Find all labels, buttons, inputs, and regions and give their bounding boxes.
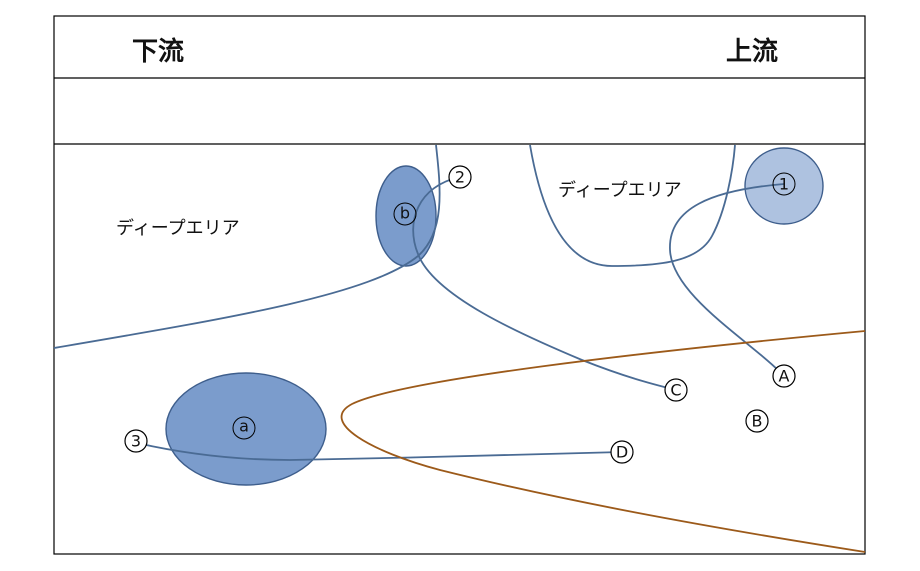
point-C-label: C [670,381,681,400]
zone-a-ellipse [165,372,327,486]
zone-1-ellipse [744,147,824,225]
point-C-marker: C [664,378,688,402]
upstream-label: 上流 [726,37,778,67]
zone-1-label: 1 [779,175,789,194]
zone-b-marker-circle [393,202,417,226]
point-C-circle [664,378,688,402]
point-3-label: 3 [131,432,141,451]
point-2-circle [448,165,472,189]
zone-b-label: b [400,204,410,223]
zone-a-marker-circle [232,416,256,440]
point-B-circle [745,409,769,433]
point-D-label: D [616,443,628,462]
point-D-marker: D [610,440,634,464]
deep-area-label-left: ディープエリア [116,218,240,239]
zone-1-marker-circle [772,172,796,196]
route-3-to-D [136,442,623,461]
zone-1-marker: 1 [772,172,796,196]
point-A-marker: A [772,364,796,388]
zone-a-label: a [239,417,249,436]
deep-contour-right [529,144,736,267]
boundary-curve [340,330,866,553]
point-2-marker: 2 [448,165,472,189]
point-3-marker: 3 [124,429,148,453]
point-B-marker: B [745,409,769,433]
diagram-frame [53,15,866,555]
point-B-label: B [752,412,763,431]
deep-contour-left [53,144,441,349]
point-2-label: 2 [455,168,465,187]
downstream-label: 下流 [132,37,184,67]
point-3-circle [124,429,148,453]
zone-a-marker: a [232,416,256,440]
route-2-to-C [412,176,677,391]
point-A-circle [772,364,796,388]
zone-b-marker: b [393,202,417,226]
point-A-label: A [779,367,790,386]
point-D-circle [610,440,634,464]
deep-area-label-right: ディープエリア [558,180,682,201]
zone-b-ellipse [375,165,437,267]
